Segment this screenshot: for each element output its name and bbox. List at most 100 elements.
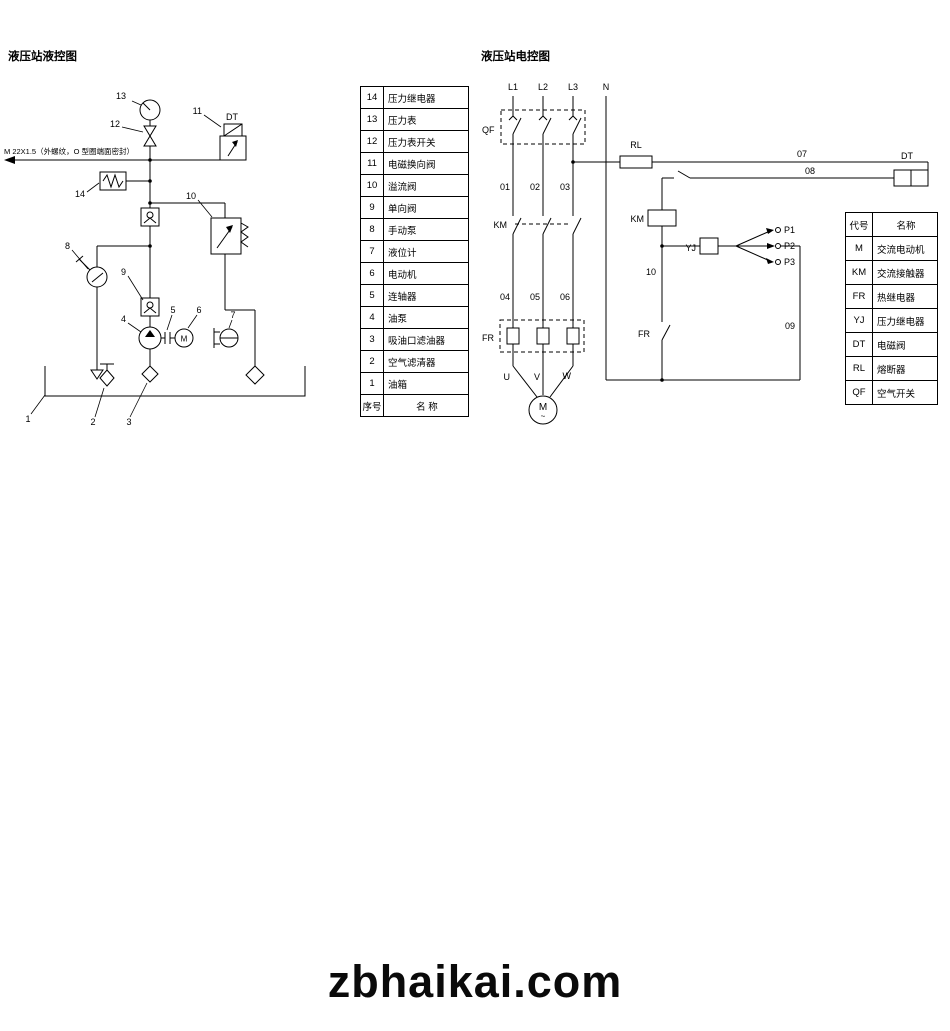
wire-01: 01: [500, 182, 510, 192]
pressure-relay: [99, 171, 150, 191]
callout-2: 2: [90, 387, 105, 427]
part-no: 14: [360, 86, 384, 109]
legend-header-code: 代号: [845, 212, 873, 237]
callout-8: 8: [65, 241, 89, 270]
dt-label: DT: [901, 151, 913, 161]
legend-name: 交流电动机: [872, 236, 938, 261]
part-no: 2: [360, 350, 384, 373]
svg-text:12: 12: [110, 119, 120, 129]
callout-14: 14: [75, 182, 100, 199]
terminal-w: W: [563, 371, 572, 381]
wire-07: 07: [797, 149, 807, 159]
part-no: 7: [360, 240, 384, 263]
phase-lines: [506, 96, 607, 398]
part-name: 空气滤清器: [383, 350, 469, 373]
svg-text:11: 11: [193, 106, 202, 116]
km-coil-label: KM: [631, 214, 645, 224]
part-name: 连轴器: [383, 284, 469, 307]
rl-label: RL: [630, 140, 642, 150]
svg-text:1: 1: [25, 414, 30, 424]
callout-1: 1: [25, 394, 46, 424]
terminal-v: V: [534, 372, 540, 382]
solenoid-valve: [219, 123, 247, 161]
part-name: 压力继电器: [383, 86, 469, 109]
callout-13: 13: [116, 91, 142, 106]
svg-text:2: 2: [90, 417, 95, 427]
wire-10: 10: [646, 267, 656, 277]
motor-wave: ~: [541, 412, 546, 421]
legend-code: M: [845, 236, 873, 261]
junction-dot: [148, 201, 152, 205]
fr-contact-label: FR: [638, 329, 650, 339]
oil-tank: [44, 366, 306, 397]
svg-text:10: 10: [186, 191, 196, 201]
part-name: 油泵: [383, 306, 469, 329]
part-no: 5: [360, 284, 384, 307]
phase-l3-label: L3: [568, 82, 578, 92]
svg-text:DT: DT: [226, 112, 238, 122]
svg-text:9: 9: [121, 267, 126, 277]
svg-text:13: 13: [116, 91, 126, 101]
level-gauge: [213, 328, 239, 348]
table-footer-row: 序号名 称: [360, 394, 469, 417]
electrical-diagram: M ~: [482, 82, 929, 425]
legend-code: RL: [845, 356, 873, 381]
terminal-u: U: [504, 372, 511, 382]
electrical-diagram-title: 液压站电控图: [481, 51, 550, 63]
junction-dot: [148, 158, 152, 162]
check-valve-upper: [140, 207, 160, 227]
legend-code: KM: [845, 260, 873, 285]
part-no: 13: [360, 108, 384, 131]
terminal-p3: P3: [784, 257, 795, 267]
part-no: 12: [360, 130, 384, 153]
svg-text:7: 7: [230, 310, 235, 320]
part-name: 压力表开关: [383, 130, 469, 153]
watermark: zbhaikai.com: [327, 956, 623, 1007]
part-name: 吸油口滤油器: [383, 328, 469, 351]
gauge-switch-valve: [143, 125, 157, 147]
wire-05: 05: [530, 292, 540, 302]
motor-label: M: [539, 402, 547, 413]
part-name: 电磁换向阀: [383, 152, 469, 175]
callout-10: 10: [186, 191, 213, 218]
svg-text:6: 6: [196, 305, 201, 315]
pressure-gauge: [139, 99, 161, 121]
terminal-p1: P1: [784, 225, 795, 235]
qf-breaker-box: [500, 109, 586, 145]
wire-04: 04: [500, 292, 510, 302]
part-name: 压力表: [383, 108, 469, 131]
footer-no: 序号: [360, 394, 384, 417]
qf-label: QF: [482, 125, 495, 135]
part-no: 11: [360, 152, 384, 175]
legend-header-name: 名称: [872, 212, 938, 237]
svg-text:14: 14: [75, 189, 85, 199]
part-name: 油箱: [383, 372, 469, 395]
footer-name: 名 称: [383, 394, 469, 417]
part-no: 8: [360, 218, 384, 241]
inlet-arrowhead-icon: [4, 156, 15, 164]
part-no: 10: [360, 174, 384, 197]
km-contacts-label: KM: [494, 220, 508, 230]
wire-09: 09: [785, 321, 795, 331]
callout-3: 3: [126, 382, 148, 427]
callout-7: 7: [228, 310, 236, 329]
drain-filter: [245, 365, 265, 385]
hydraulic-diagram-title: 液压站液控图: [8, 51, 77, 63]
